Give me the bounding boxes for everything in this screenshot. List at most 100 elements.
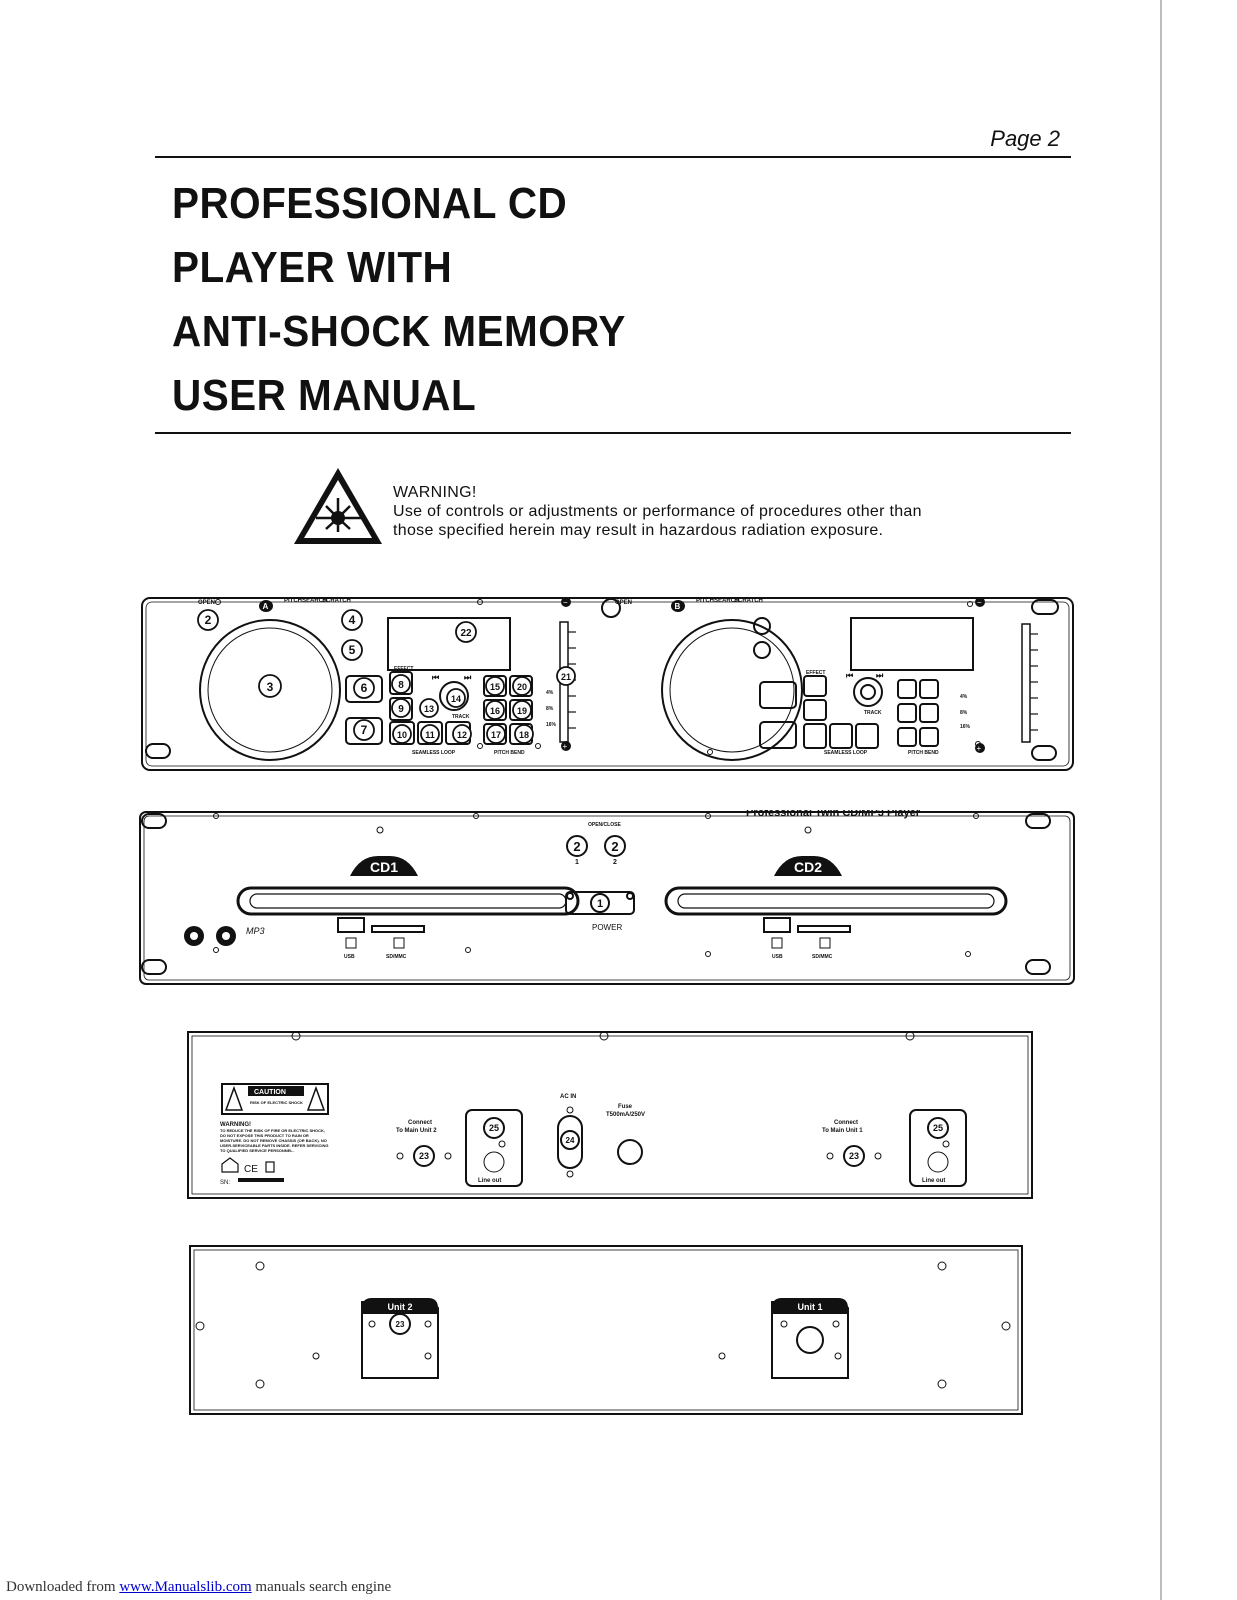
warning-line-1: Use of controls or adjustments or perfor… bbox=[393, 503, 922, 520]
jack-23-b: 23 bbox=[849, 1151, 859, 1161]
unit-2-label: Unit 2 bbox=[387, 1302, 412, 1312]
rear-warning-line-2: DO NOT EXPOSE THIS PRODUCT TO RAIN OR bbox=[220, 1133, 309, 1138]
callout-19: 19 bbox=[517, 706, 527, 716]
pct-4-label-a: 4% bbox=[546, 690, 554, 696]
fuse-rating-label: T500mA/250V bbox=[606, 1112, 645, 1118]
callout-6: 6 bbox=[361, 681, 368, 695]
cd1-label: CD1 bbox=[370, 859, 398, 875]
pct-16-label-a: 16% bbox=[546, 722, 557, 728]
callout-22: 22 bbox=[460, 628, 472, 639]
mp3-logo: MP3 bbox=[246, 926, 265, 936]
slider-minus-a: − bbox=[563, 598, 568, 607]
callout-16: 16 bbox=[490, 706, 500, 716]
callout-5: 5 bbox=[349, 643, 356, 657]
rear-warning-line-5: TO QUALIFIED SERVICE PERSONNEL. bbox=[220, 1148, 294, 1153]
fuse-label: Fuse bbox=[618, 1104, 633, 1110]
callout-7: 7 bbox=[361, 723, 368, 737]
rear-warning-heading: WARNING! bbox=[220, 1122, 251, 1128]
pitch-label-b: PITCH bbox=[696, 598, 714, 604]
search-label-a: SEARCH bbox=[302, 598, 327, 604]
title-line-1: PROFESSIONAL CD bbox=[172, 179, 568, 228]
usb-icon-1 bbox=[345, 937, 357, 949]
track-label-b: TRACK bbox=[864, 710, 882, 716]
warning-line-2: those specified herein may result in haz… bbox=[393, 522, 884, 539]
rear-warning-line-3: MOISTURE. DO NOT REMOVE CHASSIS (OR BACK… bbox=[220, 1138, 327, 1143]
main-unit-front-panel: CD1 CD2 Professional Twin CD/MP3 Player … bbox=[139, 810, 1075, 985]
next-track-icon-b: ⏭ bbox=[876, 671, 884, 680]
unit-1-label: Unit 1 bbox=[797, 1302, 822, 1312]
power-label: POWER bbox=[592, 923, 622, 932]
jack-25-a: 25 bbox=[489, 1123, 499, 1133]
callout-2: 2 bbox=[205, 613, 212, 627]
pitch-bend-label-a: PITCH BEND bbox=[494, 750, 525, 756]
pct-16-label-b: 16% bbox=[960, 724, 971, 730]
prev-track-icon: ⏮ bbox=[432, 673, 439, 682]
cd2-label: CD2 bbox=[794, 859, 822, 875]
ac-in-24: 24 bbox=[566, 1136, 575, 1145]
usb-label-2: USB bbox=[772, 954, 783, 960]
open-close-num-1: 1 bbox=[575, 859, 579, 866]
effect-label-b: EFFECT bbox=[806, 670, 825, 676]
callout-17: 17 bbox=[491, 730, 501, 740]
pct-4-label-b: 4% bbox=[960, 694, 968, 700]
ac-in-label: AC IN bbox=[560, 1094, 576, 1100]
callout-21: 21 bbox=[561, 672, 571, 682]
sd-icon-1 bbox=[393, 937, 405, 949]
slider-minus-b: − bbox=[977, 598, 982, 607]
callout-4: 4 bbox=[349, 613, 356, 627]
deck-b-marker: B bbox=[675, 602, 681, 611]
jack-23-a: 23 bbox=[419, 1151, 429, 1161]
power-button: 1 bbox=[597, 898, 603, 910]
usb-icon-2 bbox=[771, 937, 783, 949]
warning-heading: WARNING! bbox=[393, 484, 477, 501]
controller-jack-23: 23 bbox=[396, 1320, 405, 1329]
callout-13: 13 bbox=[424, 704, 434, 714]
open-close-label: OPEN/CLOSE bbox=[588, 822, 621, 828]
seamless-loop-label-a: SEAMLESS LOOP bbox=[412, 750, 456, 756]
open-close-button-2: 2 bbox=[611, 839, 618, 854]
track-label-a: TRACK bbox=[452, 714, 470, 720]
prev-track-icon-b: ⏮ bbox=[846, 671, 853, 680]
line-out-label-1: Line out bbox=[922, 1178, 945, 1184]
callout-11: 11 bbox=[425, 730, 435, 740]
next-track-icon: ⏭ bbox=[464, 673, 472, 682]
callout-14: 14 bbox=[451, 694, 461, 704]
footer-suffix: manuals search engine bbox=[251, 1579, 392, 1595]
callout-20: 20 bbox=[517, 682, 527, 692]
top-rule bbox=[155, 156, 1071, 158]
title-line-2: PLAYER WITH bbox=[172, 243, 453, 292]
search-label-b: SEARCH bbox=[714, 598, 739, 604]
scratch-label-a: SCRATCH bbox=[322, 598, 351, 604]
callout-12: 12 bbox=[457, 730, 467, 740]
page-number: Page 2 bbox=[990, 126, 1060, 151]
to-main-unit-2: To Main Unit 2 bbox=[396, 1128, 437, 1134]
risk-label: RISK OF ELECTRIC SHOCK bbox=[250, 1100, 303, 1105]
page-edge-line bbox=[1160, 0, 1162, 1600]
callout-18: 18 bbox=[519, 730, 529, 740]
title-bottom-rule bbox=[155, 432, 1071, 434]
ce-mark-icon: CE bbox=[244, 1164, 258, 1175]
page-title: PROFESSIONAL CD PLAYER WITH ANTI-SHOCK M… bbox=[172, 172, 626, 428]
line-out-label-2: Line out bbox=[478, 1178, 501, 1184]
warning-text: WARNING! Use of controls or adjustments … bbox=[393, 483, 922, 540]
controller-rear-panel: Unit 2 Unit 1 23 bbox=[189, 1245, 1023, 1415]
connect-label-2: Connect bbox=[408, 1120, 432, 1126]
footer-prefix: Downloaded from bbox=[6, 1579, 120, 1595]
manualslib-link[interactable]: www.Manualslib.com bbox=[119, 1579, 252, 1595]
controller-front-panel: OPEN OPEN PITCH SEARCH SCRATCH PITCH SEA… bbox=[141, 597, 1074, 771]
to-main-unit-1: To Main Unit 1 bbox=[822, 1128, 863, 1134]
effect-label-a: EFFECT bbox=[394, 666, 413, 672]
caution-label: CAUTION bbox=[254, 1089, 286, 1096]
rear-warning-line-1: TO REDUCE THE RISK OF FIRE OR ELECTRIC S… bbox=[220, 1128, 325, 1133]
sd-icon-2 bbox=[819, 937, 831, 949]
slider-plus-b: + bbox=[977, 744, 982, 753]
rear-warning-line-4: USER-SERVICEABLE PARTS INSIDE. REFER SER… bbox=[220, 1143, 328, 1148]
serial-label: SN: bbox=[220, 1180, 230, 1186]
open-close-button-1: 2 bbox=[573, 839, 580, 854]
callout-9: 9 bbox=[398, 704, 404, 715]
pct-8-label-a: 8% bbox=[546, 706, 554, 712]
sdmmc-label-1: SD/MMC bbox=[386, 954, 407, 960]
footer: Downloaded from www.Manualslib.com manua… bbox=[6, 1579, 391, 1596]
pitch-label-a: PITCH bbox=[284, 598, 302, 604]
main-unit-rear-panel: CAUTION RISK OF ELECTRIC SHOCK WARNING! … bbox=[187, 1031, 1033, 1199]
